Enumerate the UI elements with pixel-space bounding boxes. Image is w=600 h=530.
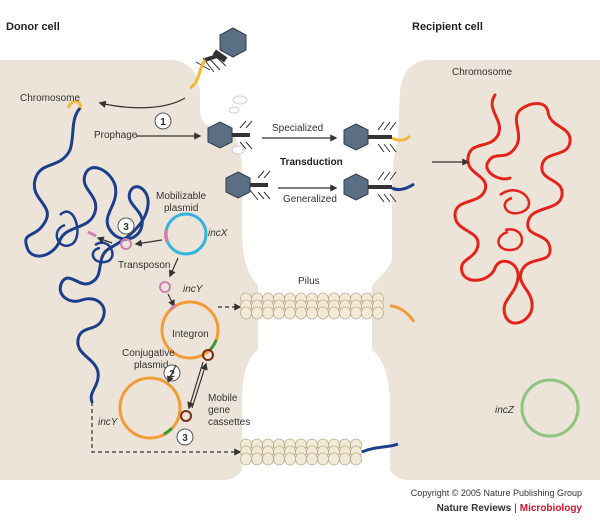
arrow-phage-to-chromosome <box>98 97 186 109</box>
recipient-cell <box>372 60 600 480</box>
transposon-label: Transposon <box>118 260 170 271</box>
conjugative-plasmid-bottom <box>118 376 182 440</box>
arrow-cassette-up <box>191 362 208 409</box>
pilus-bottom <box>240 438 362 466</box>
plasmid-incz <box>520 378 580 438</box>
phage-donor-generalized <box>225 170 271 201</box>
journal-credit: Nature Reviews|Microbiology <box>437 503 582 514</box>
arrow-to-conjugative-plasmid <box>167 293 175 308</box>
arrow-cassette-down <box>187 361 204 410</box>
pilus-bead <box>295 306 307 320</box>
pilus-bead <box>240 452 252 466</box>
journal-section: Microbiology <box>519 503 582 514</box>
transduction-label: Transduction <box>280 157 343 168</box>
specialized-label: Specialized <box>272 123 323 134</box>
pilus-bead <box>372 306 384 320</box>
arrow-transposon-out <box>134 239 163 247</box>
prophage-label: Prophage <box>94 130 138 141</box>
phage-recipient-generalized <box>343 171 415 203</box>
arrow-transposon-in <box>96 236 113 244</box>
donor-chromosome-loops <box>55 210 114 264</box>
pilus-bead <box>306 452 318 466</box>
mobile-gene-cassettes-label: Mobile <box>208 393 238 404</box>
step-3-badge-bottom <box>176 428 194 446</box>
prophage-in-chromosome <box>66 99 82 109</box>
step-1-number: 1 <box>160 117 166 128</box>
integron-label: Integron <box>172 329 209 340</box>
step-3-number-bottom: 3 <box>182 433 188 444</box>
journal-name: Nature Reviews <box>436 503 512 514</box>
step-3-badge-top <box>117 217 135 235</box>
pilus-bead <box>350 306 362 320</box>
gene-cassette-1 <box>202 349 214 361</box>
mobile-gene-cassettes-label-line3: cassettes <box>208 417 250 428</box>
conjugative-plasmid-label: Conjugative <box>122 348 175 359</box>
pilus-bead <box>262 306 274 320</box>
conjugative-plasmid-top-transposon <box>168 303 177 312</box>
recipient-chromosome-loops <box>497 189 531 252</box>
pilus-bead <box>295 452 307 466</box>
donor-chromosome <box>24 106 150 404</box>
pilus-bead <box>273 452 285 466</box>
mobile-gene-cassettes-label-line2: gene <box>208 405 231 416</box>
transposon-circle-1 <box>120 238 132 250</box>
pilus-bead <box>339 452 351 466</box>
step-2-number: 2 <box>169 369 175 380</box>
arrow-transposon-to-plasmid <box>169 257 179 278</box>
chromosome-label-donor: Chromosome <box>20 93 80 104</box>
pilus-bottom-transferred-dna <box>361 442 399 454</box>
pilus-bead <box>306 306 318 320</box>
arrow-chromosome-to-pilus <box>91 402 242 456</box>
incy-label-top: incY <box>183 284 204 295</box>
transposon-circle-2 <box>159 281 171 293</box>
conjugative-plasmid-label-line2: plasmid <box>134 360 168 371</box>
conjugative-plasmid-bottom-integron <box>163 426 174 436</box>
pilus-bead <box>284 452 296 466</box>
pilus-bead <box>273 306 285 320</box>
incy-label-bottom: incY <box>98 417 119 428</box>
recipient-chromosome <box>453 93 572 325</box>
pilus-bead <box>328 452 340 466</box>
pilus-top <box>240 292 384 320</box>
pilus-bead <box>317 306 329 320</box>
copyright-text: Copyright © 2005 Nature Publishing Group <box>410 488 582 498</box>
mobilizable-plasmid-label-line2: plasmid <box>164 203 198 214</box>
pilus-bead <box>350 452 362 466</box>
incx-label: incX <box>208 228 228 239</box>
pilus-bead <box>262 452 274 466</box>
mobilizable-plasmid-transposon <box>164 229 169 243</box>
pilus-bead <box>317 452 329 466</box>
donor-cell <box>0 60 258 480</box>
gene-cassette-2 <box>180 410 192 422</box>
donor-cell-title: Donor cell <box>6 21 60 33</box>
cell-lysis-fragments <box>228 95 248 155</box>
pilus-bead <box>240 306 252 320</box>
step-3-number-top: 3 <box>123 222 129 233</box>
phage-recipient-specialized <box>343 121 412 153</box>
conjugative-plasmid-top <box>160 300 220 360</box>
pilus-bead <box>361 306 373 320</box>
mobilizable-plasmid-label: Mobilizable <box>156 191 206 202</box>
phage-donor-specialized <box>207 120 253 150</box>
incz-label: incZ <box>495 405 515 416</box>
donor-chromosome-transposon-segment <box>87 230 97 238</box>
pilus-bead <box>251 452 263 466</box>
pilus-bead <box>339 306 351 320</box>
pilus-bead <box>284 306 296 320</box>
generalized-label: Generalized <box>283 194 337 205</box>
pilus-top-transferred-dna <box>389 304 416 323</box>
pilus-label: Pilus <box>298 276 320 287</box>
phage-top <box>189 27 247 90</box>
pilus-bead <box>328 306 340 320</box>
chromosome-label-recipient: Chromosome <box>452 67 512 78</box>
pilus-bead <box>251 306 263 320</box>
recipient-cell-title: Recipient cell <box>412 21 483 33</box>
step-1-badge <box>154 112 172 130</box>
arrow-step-2 <box>167 364 177 384</box>
journal-separator: | <box>514 503 517 514</box>
